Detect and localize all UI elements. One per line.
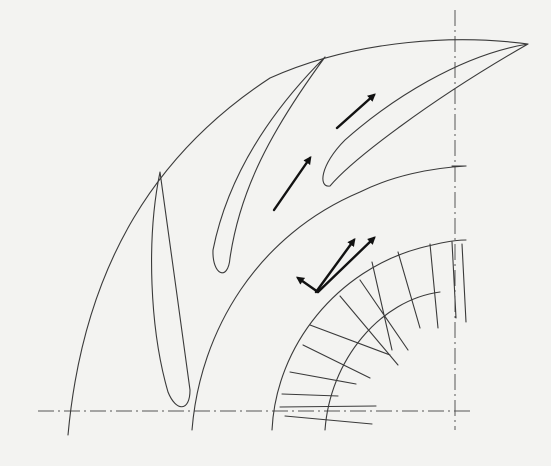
flow-arrow-upper bbox=[335, 93, 376, 130]
diffuser-vanes bbox=[279, 241, 467, 425]
diffuser-vane bbox=[429, 243, 439, 329]
flow-arrow-middle bbox=[272, 155, 312, 212]
diffuser-outer-ring bbox=[271, 239, 467, 431]
flow-arrow-diffuser-c bbox=[295, 276, 320, 294]
impeller-blade-2 bbox=[212, 56, 326, 274]
diffuser-vane bbox=[371, 261, 393, 351]
impeller-blade-1 bbox=[151, 171, 191, 408]
diffuser-vane bbox=[279, 405, 377, 408]
diffuser-vane bbox=[284, 415, 373, 425]
diffuser-vane bbox=[309, 324, 391, 356]
diffuser-vane bbox=[397, 251, 421, 329]
diffuser-inner-ring bbox=[324, 291, 441, 431]
hub-arc bbox=[191, 165, 467, 431]
diffuser-vane bbox=[339, 295, 399, 366]
flow-arrow-diffuser-a bbox=[314, 238, 356, 294]
diffuser-vane bbox=[281, 393, 339, 397]
outer-shroud-arc bbox=[67, 39, 529, 436]
diffuser-vane bbox=[451, 241, 457, 319]
diffuser-vane bbox=[461, 243, 467, 323]
impeller-blade-3 bbox=[322, 43, 529, 187]
flow-arrows bbox=[272, 93, 376, 294]
diffuser-vane bbox=[359, 279, 409, 351]
diffuser-vane bbox=[289, 371, 357, 385]
diffuser-vane bbox=[302, 344, 371, 379]
flow-arrow-diffuser-b bbox=[316, 236, 376, 294]
